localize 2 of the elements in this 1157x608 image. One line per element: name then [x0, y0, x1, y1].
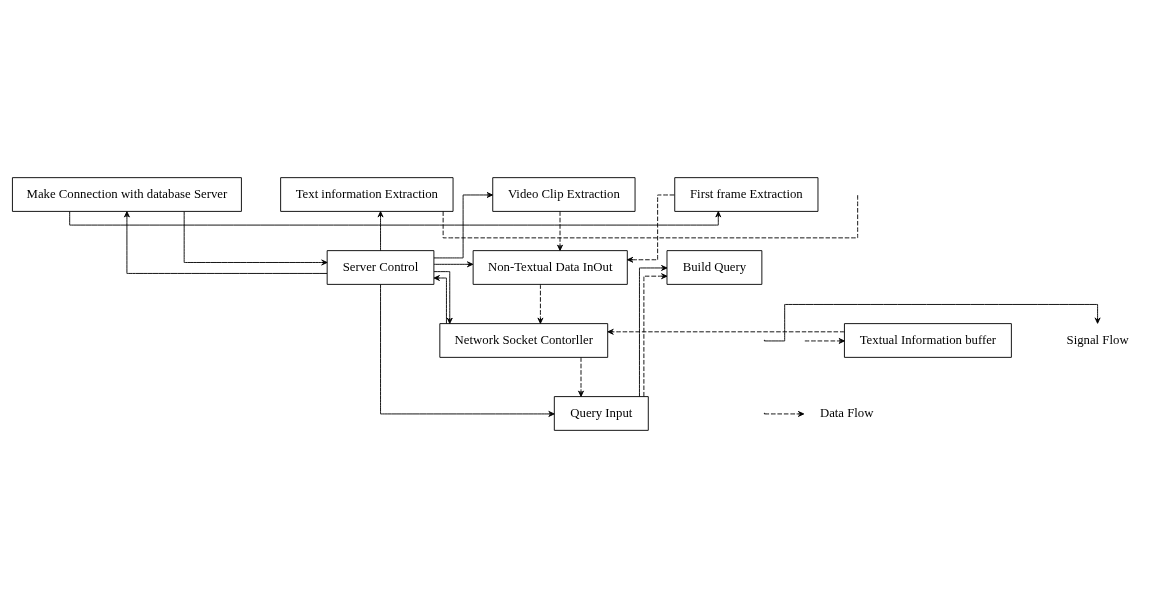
legend-label: Data Flow [819, 405, 874, 420]
legend-label: Signal Flow [1066, 332, 1129, 347]
